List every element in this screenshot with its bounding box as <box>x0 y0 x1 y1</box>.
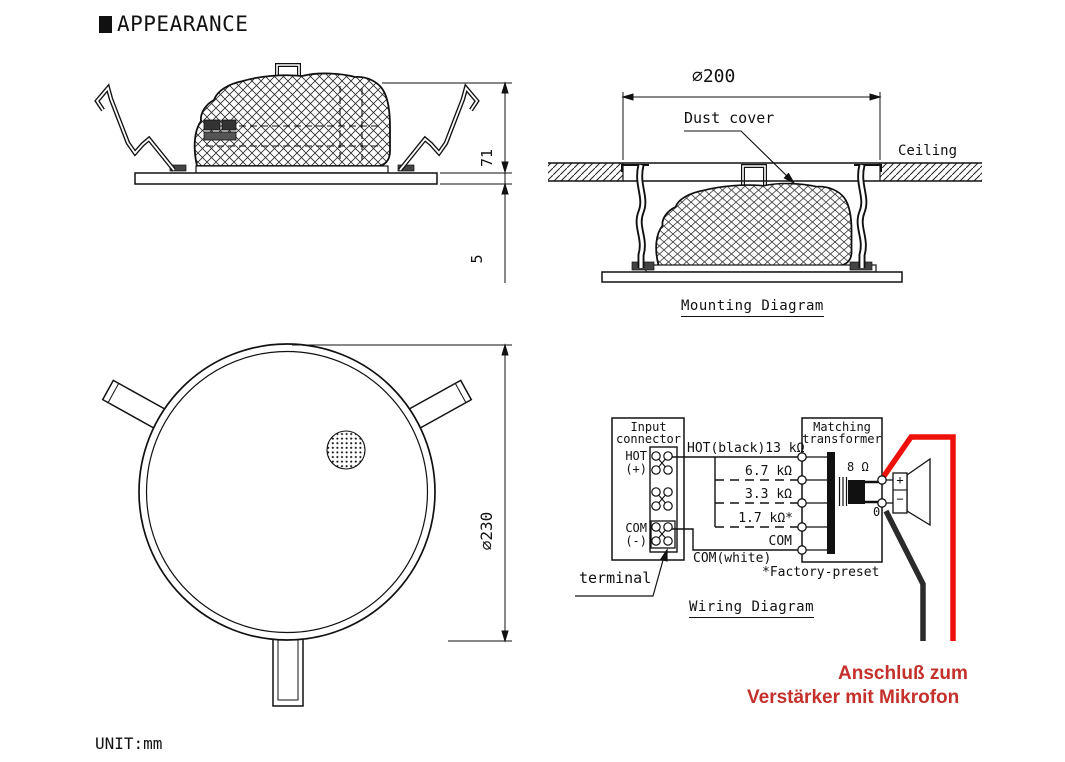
mounting-drawing <box>548 92 982 283</box>
tap-1-7-label: 1.7 kΩ* <box>738 511 793 526</box>
com-label: COM <box>625 521 647 535</box>
ceiling-label: Ceiling <box>898 143 958 159</box>
com-polarity-label: (-) <box>625 534 647 548</box>
tap-0-label: 0 <box>873 505 881 519</box>
dust-cover-label: Dust cover <box>684 109 775 127</box>
tap-wires <box>672 456 798 551</box>
red-wire <box>881 434 956 641</box>
wiring-caption: Wiring Diagram <box>689 600 815 618</box>
bottom-view-drawing <box>101 343 512 707</box>
bottom-view-dimension-lines <box>292 343 512 643</box>
transformer-terminals <box>797 452 887 555</box>
transformer-title-line1: Matching <box>813 420 871 434</box>
terminal-leader <box>575 548 668 597</box>
black-wire <box>883 509 926 641</box>
hot-polarity-label: (+) <box>625 462 647 476</box>
mounting-clamp-right <box>854 164 882 268</box>
microphone-grille <box>326 430 366 470</box>
tap-6-7-label: 6.7 kΩ <box>745 464 792 479</box>
side-view-dimension-lines <box>382 81 512 283</box>
speaker-plus-label: + <box>896 473 904 487</box>
unit-note: UNIT:mm <box>95 734 163 753</box>
input-terminal-strip <box>649 446 678 553</box>
dim-71: 71 <box>478 148 497 168</box>
mounting-clamp-left <box>621 164 649 268</box>
spring-clamp-right <box>398 83 480 172</box>
tap-com-label: COM <box>768 534 792 549</box>
dust-cover-leader <box>684 130 796 185</box>
mounting-dimension-lines <box>621 92 882 160</box>
dim-200: ⌀200 <box>692 66 736 87</box>
factory-preset-note: *Factory-preset <box>762 565 880 580</box>
page-title: APPEARANCE <box>99 13 248 35</box>
amplifier-annotation-line1: Anschluß zum <box>838 663 968 684</box>
input-connector-box <box>611 417 685 561</box>
tap-8ohm-label: 8 Ω <box>847 460 869 474</box>
dim-5: 5 <box>468 254 487 264</box>
wiring-diagram-drawing <box>575 417 956 641</box>
matching-transformer-box <box>801 417 893 563</box>
mounting-caption: Mounting Diagram <box>681 299 824 317</box>
spring-clamp-left <box>94 83 176 172</box>
hot-label: HOT <box>625 449 647 463</box>
side-view-drawing <box>94 63 512 283</box>
amplifier-annotation-line2: Verstärker mit Mikrofon <box>747 687 960 708</box>
input-connector-title-line1: Input <box>630 420 667 434</box>
com-white-label: COM(white) <box>693 551 772 566</box>
input-connector-title-line2: connector <box>615 432 682 446</box>
terminal-label: terminal <box>579 569 652 587</box>
dim-230: ⌀230 <box>476 511 496 551</box>
square-bullet-icon <box>99 15 112 33</box>
tap-hot-label: HOT(black)13 kΩ <box>687 441 805 456</box>
transformer-title-line2: transformer <box>802 432 882 446</box>
speaker-minus-label: − <box>896 492 904 506</box>
speaker-icon <box>892 457 931 527</box>
page-title-text: APPEARANCE <box>117 12 249 36</box>
tap-3-3-label: 3.3 kΩ <box>745 487 792 502</box>
